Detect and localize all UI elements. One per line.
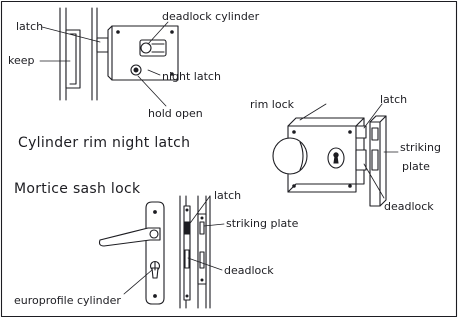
rim-night-latch-illustration xyxy=(39,7,179,107)
mortice-sash-lock-illustration xyxy=(98,195,225,309)
screw xyxy=(348,184,352,188)
door-knob xyxy=(272,137,308,175)
striking-plate-mortice xyxy=(197,213,207,285)
screw xyxy=(153,294,157,298)
label-striking-plate-right-1: striking xyxy=(400,141,441,154)
leader-deadlock-cylinder xyxy=(147,21,169,45)
striking-plate-edges xyxy=(369,115,387,207)
label-striking-plate-mortice: striking plate xyxy=(226,217,299,230)
screw xyxy=(170,30,174,34)
latch-bolt-mortice xyxy=(184,221,190,235)
cylinder-lines xyxy=(151,43,165,53)
label-deadlock-cylinder: deadlock cylinder xyxy=(162,10,260,23)
cylinder-barrel xyxy=(140,42,152,54)
leader-latch-mortice xyxy=(187,195,211,227)
knob-highlight xyxy=(299,141,304,171)
label-striking-plate-right-2: plate xyxy=(402,160,430,173)
screw xyxy=(292,130,296,134)
screw xyxy=(348,130,352,134)
keyhole-slot xyxy=(333,155,339,164)
keep-part xyxy=(65,29,81,89)
label-rim-lock: rim lock xyxy=(250,98,295,111)
label-europrofile-cylinder: europrofile cylinder xyxy=(14,294,121,307)
strike-slot-latch-mortice xyxy=(199,221,205,235)
label-deadlock-mortice: deadlock xyxy=(224,264,274,277)
strike-slot-deadlock xyxy=(371,149,379,171)
screw xyxy=(292,184,296,188)
label-deadlock-right: deadlock xyxy=(384,200,434,213)
euro-cylinder-tail xyxy=(151,267,159,279)
lever-handle xyxy=(98,227,161,247)
screw xyxy=(185,294,189,298)
deadlock-bolt xyxy=(355,149,367,171)
title-cylinder-rim-night-latch: Cylinder rim night latch xyxy=(18,135,190,151)
rim-lock-illustration xyxy=(272,103,399,207)
screw xyxy=(200,278,204,282)
snib-centre xyxy=(133,67,139,73)
deadlock-bolt-mortice xyxy=(184,249,190,269)
label-latch-mortice: latch xyxy=(214,189,241,202)
screw xyxy=(153,210,157,214)
label-latch-right: latch xyxy=(380,93,407,106)
leader-latch xyxy=(41,26,101,43)
label-night-latch: night latch xyxy=(162,70,221,83)
label-hold-open: hold open xyxy=(148,107,203,120)
leader-europrofile-cylinder xyxy=(123,269,153,295)
latch-tongue xyxy=(96,37,109,53)
screw xyxy=(200,216,204,220)
leader-rim-lock xyxy=(299,103,327,121)
title-mortice-sash-lock: Mortice sash lock xyxy=(14,181,141,197)
leader-striking-plate-mortice xyxy=(203,223,225,227)
lever-backplate xyxy=(145,201,165,305)
leader-night-latch xyxy=(147,69,161,76)
leader-deadlock-right xyxy=(363,163,385,199)
screw xyxy=(185,208,189,212)
label-keep: keep xyxy=(8,54,35,67)
latch-bolt xyxy=(355,125,367,139)
leader-latch-right xyxy=(363,103,383,129)
leader-hold-open xyxy=(137,75,167,107)
strike-slot-latch xyxy=(371,127,379,141)
screw xyxy=(116,30,120,34)
lever-rose xyxy=(149,229,159,239)
keep-inner xyxy=(69,33,77,85)
leader-deadlock-mortice xyxy=(187,257,223,271)
label-latch-top: latch xyxy=(16,20,43,33)
strike-slot-deadlock-mortice xyxy=(199,251,205,269)
screw xyxy=(170,72,174,76)
